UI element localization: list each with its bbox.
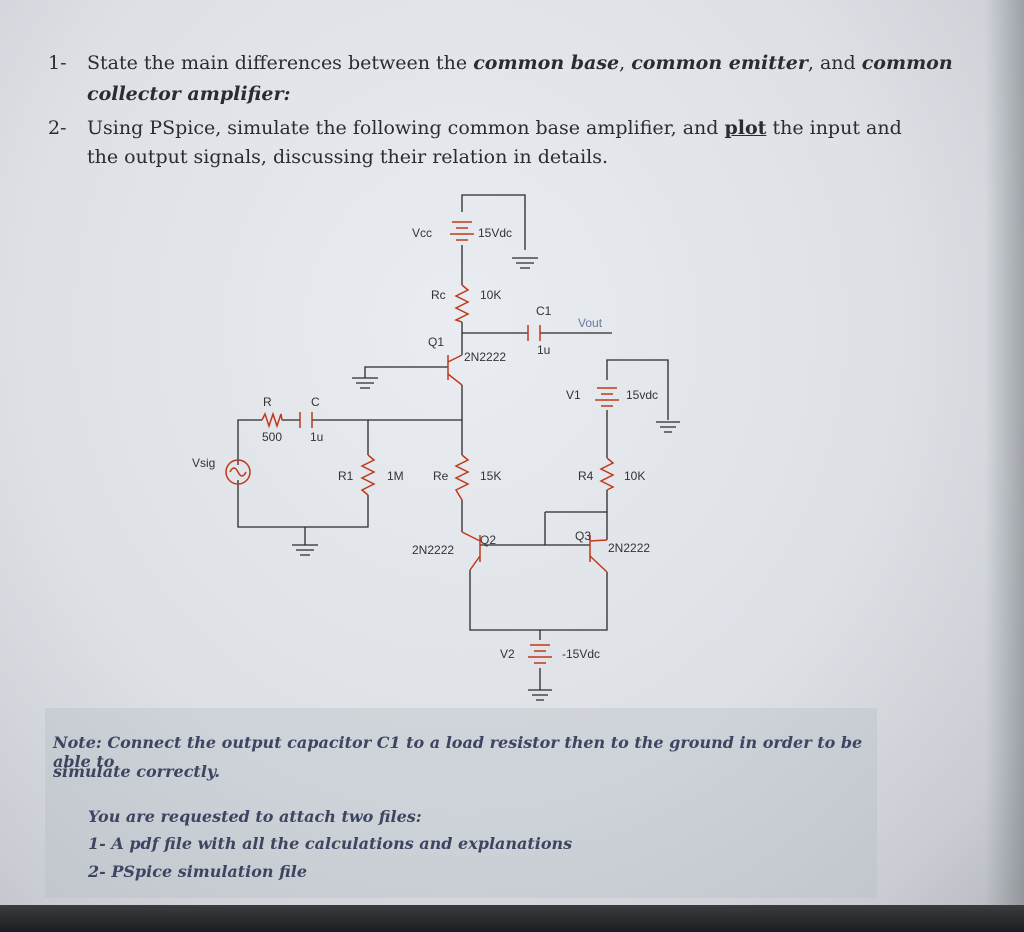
label-r: R [263, 395, 272, 409]
label-q1-part: 2N2222 [464, 350, 506, 364]
photo-edge-right [985, 0, 1024, 932]
ground-symbols [292, 257, 680, 701]
label-q3-part: 2N2222 [608, 541, 650, 555]
label-q2-part: 2N2222 [412, 543, 454, 557]
q1-text-a: State the main differences between the [87, 52, 474, 74]
label-q1: Q1 [428, 335, 444, 349]
label-v2: V2 [500, 647, 515, 661]
question-2-line-2: the output signals, discussing their rel… [87, 146, 609, 168]
label-r4: R4 [578, 469, 594, 483]
photo-edge-bottom [0, 905, 1024, 932]
label-r-value: 500 [262, 430, 282, 444]
label-c1: C1 [536, 304, 552, 318]
label-vcc: Vcc [412, 226, 432, 240]
question-2-number: 2- [48, 117, 67, 139]
q1-term-common-emitter: common emitter [631, 52, 808, 74]
q2-term-plot: plot [724, 117, 767, 139]
label-q2: Q2 [480, 533, 496, 547]
q1-term-common-base: common base [473, 52, 620, 74]
label-c1-value: 1u [537, 343, 550, 357]
question-2-line-1: Using PSpice, simulate the following com… [87, 117, 902, 139]
attach-item-2: 2- PSpice simulation file [88, 862, 308, 881]
note-panel [45, 708, 877, 898]
circuit-components [225, 221, 619, 664]
label-c-value: 1u [310, 430, 323, 444]
question-1-number: 1- [48, 52, 67, 74]
attach-item-1: 1- A pdf file with all the calculations … [88, 834, 573, 853]
label-rc: Rc [431, 288, 446, 302]
label-r4-value: 10K [624, 469, 645, 483]
label-vsig: Vsig [192, 456, 215, 470]
q2-text-b: the input and [766, 117, 902, 139]
q1-text-b: , [619, 52, 632, 74]
question-1-line-2: collector amplifier: [87, 83, 291, 105]
label-v1-value: 15vdc [626, 388, 658, 402]
note-line-2: simulate correctly. [53, 762, 220, 781]
label-v2-value: -15Vdc [562, 647, 600, 661]
label-vcc-value: 15Vdc [478, 226, 512, 240]
label-rc-value: 10K [480, 288, 501, 302]
label-re-value: 15K [480, 469, 501, 483]
note-line-1: Note: Connect the output capacitor C1 to… [53, 733, 863, 771]
label-q3: Q3 [575, 529, 591, 543]
attach-title: You are requested to attach two files: [88, 807, 422, 826]
q1-term-common: common [861, 52, 953, 74]
label-c: C [311, 395, 320, 409]
question-1-line-1: State the main differences between the c… [87, 52, 953, 74]
label-r1-value: 1M [387, 469, 404, 483]
label-r1: R1 [338, 469, 354, 483]
circuit-wires [237, 194, 669, 690]
q2-text-a: Using PSpice, simulate the following com… [87, 117, 725, 139]
label-v1: V1 [566, 388, 581, 402]
label-vout: Vout [578, 316, 603, 330]
q1-text-c: , and [807, 52, 862, 74]
label-re: Re [433, 469, 449, 483]
